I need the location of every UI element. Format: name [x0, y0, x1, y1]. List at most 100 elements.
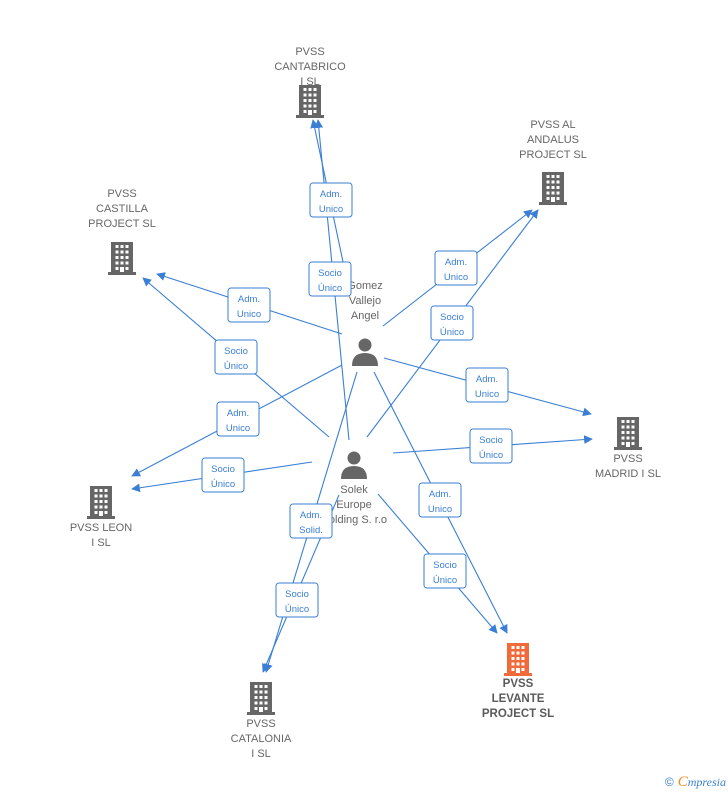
edge-label-box [434, 250, 478, 286]
building-window [125, 250, 129, 254]
building-window [254, 707, 258, 710]
edge-label-gomez-cantabrico[interactable]: Adm.Unico [309, 182, 353, 218]
building-window [556, 186, 560, 189]
building-window [511, 662, 515, 666]
node-label-line: PVSS [503, 678, 534, 690]
edge-label-line: Adm. [227, 408, 249, 419]
node-label-line: I SL [91, 537, 111, 549]
node-label-line: PVSS [613, 453, 642, 465]
node-leon[interactable]: PVSS LEON I SL [70, 486, 132, 549]
building-window [259, 690, 263, 694]
node-label-line: ANDALUS [527, 134, 579, 146]
edge-label-line: Adm. [429, 489, 451, 500]
building-icon[interactable] [108, 242, 136, 275]
building-window [313, 93, 317, 97]
building-window [308, 93, 312, 97]
edge-label-box [275, 582, 319, 618]
building-window [546, 175, 550, 178]
edge-label-line: Socio [224, 346, 248, 357]
building-window [521, 657, 525, 660]
building-icon[interactable] [614, 417, 642, 450]
building-icon[interactable] [539, 172, 567, 205]
edge-label-line: Socio [479, 435, 503, 446]
edge-label-line: Único [318, 283, 342, 294]
building-window [120, 261, 124, 265]
node-label-line: Angel [351, 310, 379, 322]
edge-label-gomez-leon[interactable]: Adm.Unico [216, 401, 260, 437]
building-base [87, 516, 115, 519]
edge-label-box [227, 287, 271, 323]
edge-label-box [423, 553, 467, 589]
building-window [516, 657, 520, 660]
footer-brand[interactable]: ©Cmpresia [665, 774, 726, 791]
building-window [264, 685, 268, 688]
person-icon[interactable] [341, 451, 367, 480]
building-base [247, 712, 275, 715]
edge-label-line: Único [211, 479, 235, 490]
node-label-line: MADRID I SL [595, 468, 661, 480]
building-window [125, 245, 129, 248]
edge-labels-layer: Adm.UnicoSocioÚnicoAdm.UnicoSocioÚnicoAd… [201, 182, 513, 618]
building-base [614, 447, 642, 450]
building-window [546, 191, 550, 195]
node-label-line: PROJECT SL [482, 708, 554, 720]
building-window [99, 494, 103, 498]
building-icon[interactable] [87, 486, 115, 519]
building-window [104, 505, 108, 509]
edges-layer [131, 119, 593, 673]
edge-label-gomez-levante[interactable]: Adm.Unico [418, 482, 462, 518]
edge-label-box [465, 367, 509, 403]
edge-label-gomez-madrid[interactable]: Adm.Unico [465, 367, 509, 403]
node-label-line: PVSS LEON [70, 522, 132, 534]
building-window [303, 110, 307, 113]
edge-label-box [201, 457, 245, 493]
building-icon[interactable] [504, 643, 532, 676]
building-icon[interactable] [296, 85, 324, 118]
building-window [303, 104, 307, 108]
building-window [626, 425, 630, 429]
building-window [621, 425, 625, 429]
building-window [516, 651, 520, 655]
building-window [115, 261, 119, 265]
building-window [521, 668, 525, 671]
edge-label-box [309, 182, 353, 218]
edge-label-line: Adm. [445, 257, 467, 268]
edge-label-gomez-andalus[interactable]: Adm.Unico [434, 250, 478, 286]
building-window [259, 696, 263, 699]
building-window [264, 707, 268, 710]
edge-label-line: Socio [211, 464, 235, 475]
building-window [254, 696, 258, 699]
edge-label-line: Socio [318, 268, 342, 279]
building-window [511, 657, 515, 660]
building-door [516, 668, 520, 673]
building-icon[interactable] [247, 682, 275, 715]
building-base [108, 272, 136, 275]
edge-label-gomez-catalonia[interactable]: Adm.Solid. [289, 503, 333, 539]
edge-label-line: Adm. [300, 510, 322, 521]
building-window [546, 186, 550, 189]
node-label-line: Gomez [347, 280, 382, 292]
building-window [521, 662, 525, 666]
node-madrid[interactable]: PVSS MADRID I SL [595, 417, 661, 480]
person-icon[interactable] [352, 338, 378, 367]
building-window [511, 646, 515, 649]
building-door [259, 707, 263, 712]
edge-label-line: Adm. [476, 374, 498, 385]
edge-label-gomez-castilla[interactable]: Adm.Unico [227, 287, 271, 323]
building-window [313, 99, 317, 102]
